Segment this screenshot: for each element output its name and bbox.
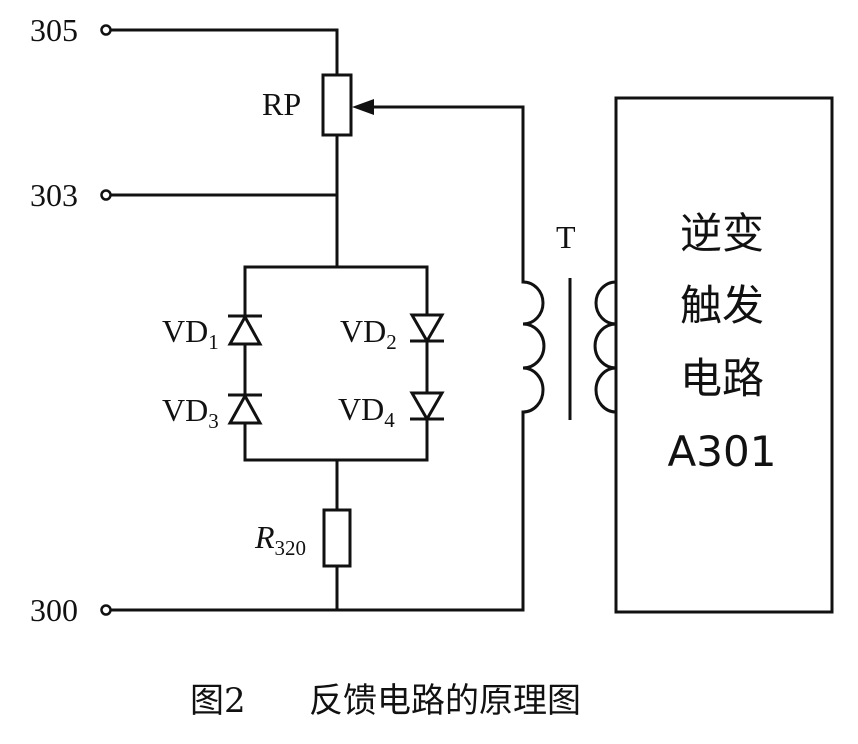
transformer-label: T [556, 219, 576, 255]
terminal-300-label: 300 [30, 592, 78, 628]
vd1-label: VD1 [162, 313, 219, 354]
vd4-label: VD4 [338, 391, 395, 432]
transformer [522, 278, 617, 420]
diodes [227, 313, 445, 425]
wires [108, 28, 525, 612]
terminal-303-label: 303 [30, 177, 78, 213]
terminal-300-dot [100, 604, 112, 616]
caption-figure-number: 图2 [190, 681, 246, 721]
transformer-primary-coil [522, 280, 546, 414]
vd4-diode [409, 391, 445, 423]
terminal-305-dot [100, 24, 112, 36]
vd1-diode [227, 313, 263, 346]
box-line-2: 触发 [680, 281, 764, 330]
terminal-305-label: 305 [30, 12, 78, 48]
vd3-diode [227, 392, 263, 425]
rp-label: RP [262, 86, 301, 122]
bridge-frame [243, 265, 429, 462]
r320-resistor [322, 508, 352, 568]
terminal-303-dot [100, 189, 112, 201]
box-line-4: A301 [668, 427, 777, 476]
vd2-diode [409, 313, 445, 345]
vd3-label: VD3 [162, 392, 219, 433]
transformer-secondary-coil [593, 280, 617, 414]
wire-305 [108, 28, 339, 77]
wire-300 [108, 410, 525, 612]
inverter-trigger-box [614, 96, 834, 614]
box-label: 逆变 触发 电路 A301 [668, 209, 777, 476]
r320-label: R320 [254, 519, 306, 560]
vd2-label: VD2 [340, 313, 397, 354]
wire-wiper [366, 105, 525, 284]
box-line-1: 逆变 [680, 209, 764, 258]
box-line-3: 电路 [680, 354, 764, 403]
terminal-dots [100, 24, 112, 616]
rp-wiper-arrow [352, 99, 374, 115]
rp-resistor [321, 73, 353, 137]
caption-title: 反馈电路的原理图 [309, 681, 581, 721]
